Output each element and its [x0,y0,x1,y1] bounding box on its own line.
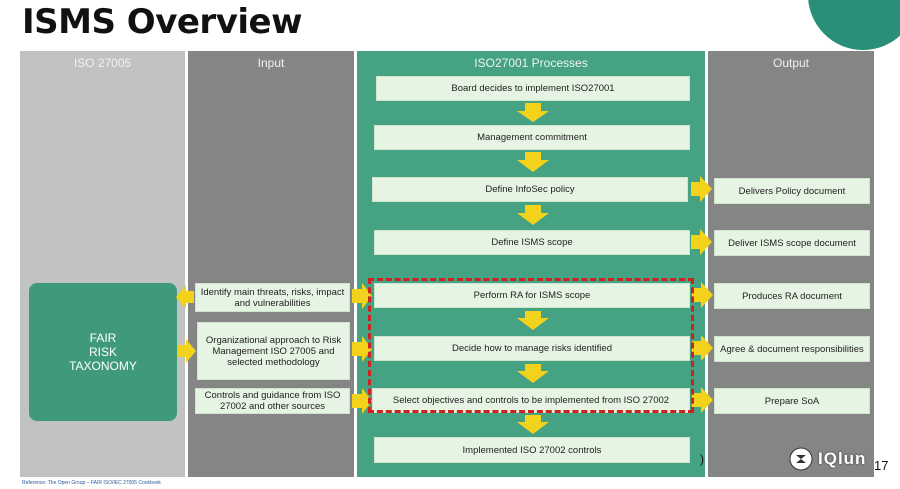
process-perform-ra: Perform RA for ISMS scope [374,283,690,308]
right-arrow-out-4 [692,335,713,361]
process-management-commitment: Management commitment [374,125,690,150]
down-arrow-4 [517,311,549,330]
down-arrow-6 [517,415,549,434]
reference-note: Reference: The Open Group – FAIR ISO/IEC… [22,480,161,486]
right-arrow-in-1 [352,283,372,309]
page-number: 17 [874,458,889,473]
right-arrow-out-5 [692,387,713,413]
process-board-decides: Board decides to implement ISO27001 [376,76,690,101]
fair-line-1: FAIR [89,331,117,345]
column-header-output: Output [772,56,810,70]
column-header-processes: ISO27001 Processes [474,56,588,70]
down-arrow-3 [517,205,549,225]
output-ra-document: Produces RA document [714,283,870,309]
right-arrow-out-1 [691,176,712,202]
risk-assessment-highlight [368,278,694,413]
process-implemented-controls: Implemented ISO 27002 controls [374,437,690,463]
column-header-input: Input [257,56,285,70]
process-define-scope: Define ISMS scope [374,230,690,255]
input-controls-guidance: Controls and guidance from ISO 27002 and… [195,388,350,414]
down-arrow-2 [517,152,549,172]
output-scope-document: Deliver ISMS scope document [714,230,870,256]
output-soa: Prepare SoA [714,388,870,414]
right-arrow-from-fair [178,339,196,363]
page-title: ISMS Overview [22,2,302,42]
company-logo: IQlun [788,446,866,472]
output-responsibilities: Agree & document responsibilities [714,336,870,362]
closing-paren: ) [700,452,704,466]
fair-line-3: TAXONOMY [69,359,137,373]
left-arrow-to-fair [176,285,194,309]
fair-line-2: RISK [88,345,117,359]
column-header-iso27005: ISO 27005 [73,56,132,70]
down-arrow-5 [517,364,549,383]
right-arrow-out-2 [691,229,712,255]
logo-text: IQlun [818,449,867,468]
right-arrow-in-2 [352,336,372,362]
input-risk-approach: Organizational approach to Risk Manageme… [197,322,350,380]
right-arrow-out-3 [692,282,713,308]
right-arrow-in-3 [352,388,372,414]
process-manage-risks: Decide how to manage risks identified [374,336,690,361]
input-identify-threats: Identify main threats, risks, impact and… [195,283,350,312]
output-policy-document: Delivers Policy document [714,178,870,204]
fair-risk-taxonomy-block: FAIR RISK TAXONOMY [29,283,177,421]
logo-mark-icon [789,447,813,471]
process-define-policy: Define InfoSec policy [372,177,688,202]
down-arrow-1 [517,103,549,122]
